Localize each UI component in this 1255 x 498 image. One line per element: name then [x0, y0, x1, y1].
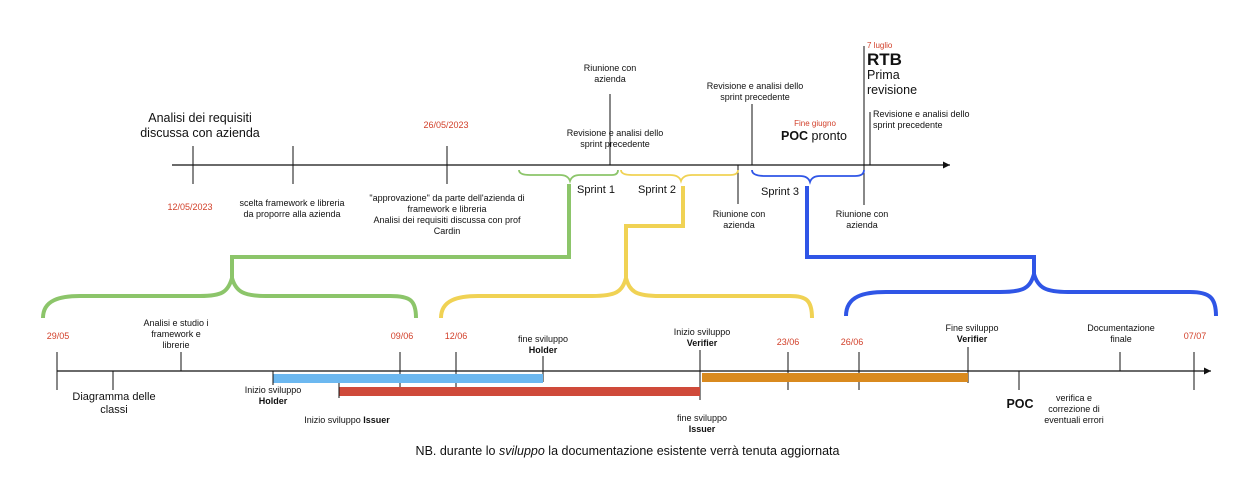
date-1205: 12/05/2023: [167, 202, 213, 212]
approval-text: "approvazione" da parte dell'azienda di …: [369, 193, 525, 236]
doc-label: Documentazione finale: [1087, 323, 1155, 344]
sprint3-big-brace: [844, 266, 1218, 317]
sprint1-connector: [230, 184, 571, 282]
review-label-c: Revisione e analisi dello sprint precede…: [873, 109, 970, 130]
verify-label: verifica e correzione di eventuali error…: [1044, 393, 1104, 425]
date-2905: 29/05: [46, 331, 70, 341]
sprint1-big-brace: [41, 270, 418, 319]
studio-label: Analisi e studio i framework e librerie: [143, 318, 209, 350]
sprint1-brace: [518, 169, 619, 184]
date-7luglio: 7 luglio: [867, 41, 893, 50]
rtb-title: RTB: [867, 50, 902, 69]
date-0707: 07/07: [1183, 331, 1207, 341]
date-0906: 09/06: [390, 331, 414, 341]
sprint2-connector: [624, 186, 685, 280]
issuer-end-label: fine sviluppo Issuer: [676, 413, 728, 434]
review-label-a: Revisione e analisi dello sprint precede…: [566, 128, 664, 149]
date-2606: 26/06: [840, 337, 864, 347]
sprint2-label: Sprint 2: [638, 184, 676, 196]
top-ticks: [192, 46, 871, 205]
holder-end-label: fine sviluppo Holder: [517, 334, 569, 355]
footnote: NB. durante lo sviluppo la documentazion…: [415, 444, 840, 458]
fine-giugno: Fine giugno: [794, 119, 836, 128]
analysis-title: Analisi dei requisiti discussa con azien…: [140, 111, 260, 140]
sprint3-label: Sprint 3: [761, 186, 799, 198]
framework-choice: scelta framework e libreria da proporre …: [239, 198, 345, 219]
sprint1-label: Sprint 1: [577, 184, 615, 196]
holder-bar: [273, 374, 543, 383]
sprint3-connector: [805, 186, 1036, 276]
meeting-label-a: Riunione con azienda: [583, 63, 637, 84]
sprint2-brace: [620, 169, 739, 184]
sprint2-big-brace: [439, 270, 814, 319]
holder-start-label: Inizio sviluppo Holder: [244, 385, 302, 406]
meeting-label-b: Riunione con azienda: [712, 209, 766, 230]
date-2605: 26/05/2023: [423, 120, 469, 130]
sprint3-brace: [751, 169, 865, 185]
poc-pronto: POC pronto: [780, 129, 847, 143]
issuer-start-label: Inizio sviluppo Issuer: [304, 415, 390, 425]
diagram-label: Diagramma delle classi: [72, 391, 156, 416]
meeting-label-c: Riunione con azienda: [835, 209, 889, 230]
issuer-bar: [339, 387, 700, 396]
date-1206: 12/06: [444, 331, 468, 341]
review-label-b: Revisione e analisi dello sprint precede…: [706, 81, 804, 102]
verifier-start-label: Inizio sviluppo Verifier: [673, 327, 731, 348]
poc-label: POC: [1006, 397, 1034, 411]
prima-revisione: Prima revisione: [867, 68, 918, 97]
date-2306: 23/06: [776, 337, 800, 347]
verifier-end-label: Fine sviluppo Verifier: [945, 323, 999, 344]
verifier-bar: [702, 373, 968, 382]
